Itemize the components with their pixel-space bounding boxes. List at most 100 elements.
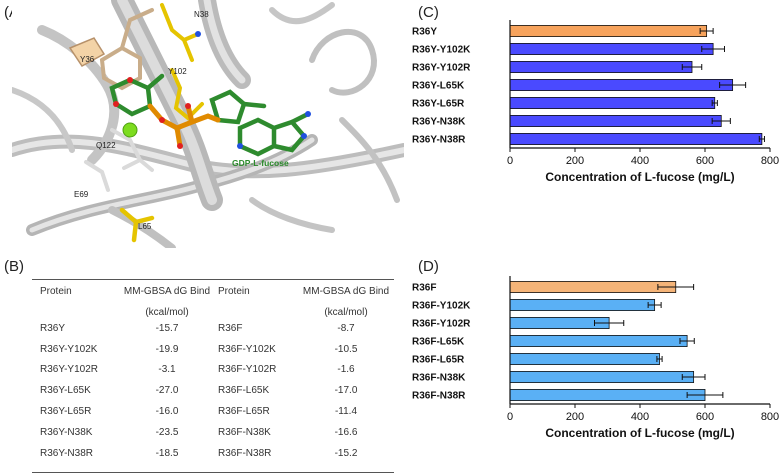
cell-protein-r36f: R36F-L65K xyxy=(218,385,270,397)
x-tick-label: 800 xyxy=(761,155,779,167)
category-label: R36Y-Y102K xyxy=(412,45,471,56)
nitrogen-atoms xyxy=(195,31,311,149)
x-tick-label: 600 xyxy=(696,155,714,167)
bar xyxy=(509,115,722,127)
table-row: R36Y -15.7 R36F -8.7 xyxy=(32,318,394,339)
x-tick-label: 400 xyxy=(631,155,649,167)
header-energy-2: MM-GBSA dG Bind (kcal/mol) xyxy=(302,286,390,318)
cell-protein-r36f: R36F-L65R xyxy=(218,406,270,418)
table-row: R36Y-L65R -16.0 R36F-L65R -11.4 xyxy=(32,401,394,422)
category-label: R36Y-L65R xyxy=(412,99,465,110)
protein-ribbons xyxy=(12,0,404,248)
cell-energy-r36f: -15.2 xyxy=(334,447,358,459)
cell-protein-r36f: R36F-Y102K xyxy=(218,343,276,355)
x-tick-label: 0 xyxy=(507,155,513,167)
x-axis-label: Concentration of L-fucose (mg/L) xyxy=(545,426,734,440)
cell-energy-r36f: -16.6 xyxy=(334,426,358,438)
bar xyxy=(509,43,714,55)
bar xyxy=(509,133,763,145)
label-q122: Q122 xyxy=(96,141,116,150)
residue-q122-e69 xyxy=(84,128,154,192)
category-label: R36Y-L65K xyxy=(412,81,465,92)
x-tick-label: 600 xyxy=(696,411,714,423)
category-label: R36Y-N38R xyxy=(412,135,466,146)
bar xyxy=(509,97,716,109)
table-row: R36Y-L65K -27.0 R36F-L65K -17.0 xyxy=(32,380,394,401)
header-protein-2: Protein xyxy=(218,286,250,297)
category-label: R36F-Y102R xyxy=(412,319,471,330)
cell-protein-r36y: R36Y-L65R xyxy=(40,406,92,418)
cell-protein-r36f: R36F xyxy=(218,322,243,334)
residue-l65 xyxy=(119,207,155,243)
cell-energy-r36y: -18.5 xyxy=(155,447,179,459)
cell-protein-r36y: R36Y-N38K xyxy=(40,426,93,438)
oxygen-atoms xyxy=(113,77,191,149)
cell-energy-r36f: -17.0 xyxy=(334,385,358,397)
panel-label-c: (C) xyxy=(418,4,439,21)
cell-energy-r36f: -1.6 xyxy=(337,364,355,376)
x-tick-label: 200 xyxy=(566,155,584,167)
residue-y102 xyxy=(170,68,204,121)
header-energy-1: MM-GBSA dG Bind (kcal/mol) xyxy=(123,286,211,318)
cell-protein-r36y: R36Y xyxy=(40,322,66,334)
x-tick-label: 0 xyxy=(507,411,513,423)
chart-c: R36Y R36Y-Y102K R36Y-Y102R R36Y-L65K R36Y-L6… xyxy=(412,20,779,184)
category-label: R36F xyxy=(412,283,436,294)
cell-protein-r36f: R36F-Y102R xyxy=(218,364,277,376)
bar xyxy=(509,353,660,365)
category-label: R36F-L65K xyxy=(412,337,465,348)
metal-ion xyxy=(122,122,138,138)
molecular-structure-image: N38 Y36 Y102 Q122 E69 L65 GDP-L-fucose xyxy=(12,0,404,248)
cell-energy-r36f: -8.7 xyxy=(337,322,355,334)
bar xyxy=(509,281,677,293)
table-header-row: Protein MM-GBSA dG Bind (kcal/mol) Prote… xyxy=(32,280,394,318)
cell-protein-r36f: R36F-N38K xyxy=(218,426,271,438)
x-axis-label: Concentration of L-fucose (mg/L) xyxy=(545,170,734,184)
label-e69: E69 xyxy=(74,190,89,199)
table-bottom-rule xyxy=(32,472,394,473)
label-y36: Y36 xyxy=(80,55,95,64)
bar xyxy=(509,335,688,347)
cell-energy-r36y: -16.0 xyxy=(155,406,179,418)
x-tick-label: 200 xyxy=(566,411,584,423)
cell-energy-r36y: -23.5 xyxy=(155,426,179,438)
label-l65: L65 xyxy=(138,222,152,231)
table-row: R36Y-N38K -23.5 R36F-N38K -16.6 xyxy=(32,422,394,443)
bar xyxy=(509,61,693,73)
header-protein-1: Protein xyxy=(40,286,72,297)
cell-energy-r36f: -11.4 xyxy=(334,406,358,418)
cell-protein-r36y: R36Y-Y102K xyxy=(40,343,98,355)
residue-y36 xyxy=(68,8,154,91)
cell-energy-r36y: -19.9 xyxy=(155,343,179,355)
bar xyxy=(509,371,695,383)
bar xyxy=(509,389,706,401)
cell-protein-r36f: R36F-N38R xyxy=(218,447,272,459)
category-label: R36F-L65R xyxy=(412,355,465,366)
table-row: R36Y-Y102R -3.1 R36F-Y102R -1.6 xyxy=(32,360,394,381)
cell-protein-r36y: R36Y-Y102R xyxy=(40,364,99,376)
label-y102: Y102 xyxy=(168,67,187,76)
table-top-rule xyxy=(32,279,394,280)
bar xyxy=(509,79,734,91)
cell-energy-r36y: -3.1 xyxy=(158,364,176,376)
category-label: R36F-N38R xyxy=(412,391,466,402)
panel-label-d: (D) xyxy=(418,258,439,275)
x-tick-label: 800 xyxy=(761,411,779,423)
bar xyxy=(509,25,708,37)
binding-energy-table: Protein MM-GBSA dG Bind (kcal/mol) Prote… xyxy=(32,280,394,464)
category-label: R36F-N38K xyxy=(412,373,466,384)
cell-energy-r36y: -27.0 xyxy=(155,385,179,397)
label-n38: N38 xyxy=(194,10,209,19)
cell-energy-r36y: -15.7 xyxy=(155,322,179,334)
category-label: R36Y xyxy=(412,27,437,38)
panel-label-b: (B) xyxy=(4,258,24,275)
x-tick-label: 400 xyxy=(631,411,649,423)
category-label: R36Y-Y102R xyxy=(412,63,471,74)
category-label: R36Y-N38K xyxy=(412,117,466,128)
bar xyxy=(509,299,656,311)
chart-d: R36FR36F-Y102KR36F-Y102RR36F-L65KR36F-L6… xyxy=(412,276,779,440)
cell-protein-r36y: R36Y-L65K xyxy=(40,385,91,397)
label-gdp-l-fucose: GDP-L-fucose xyxy=(232,158,289,168)
